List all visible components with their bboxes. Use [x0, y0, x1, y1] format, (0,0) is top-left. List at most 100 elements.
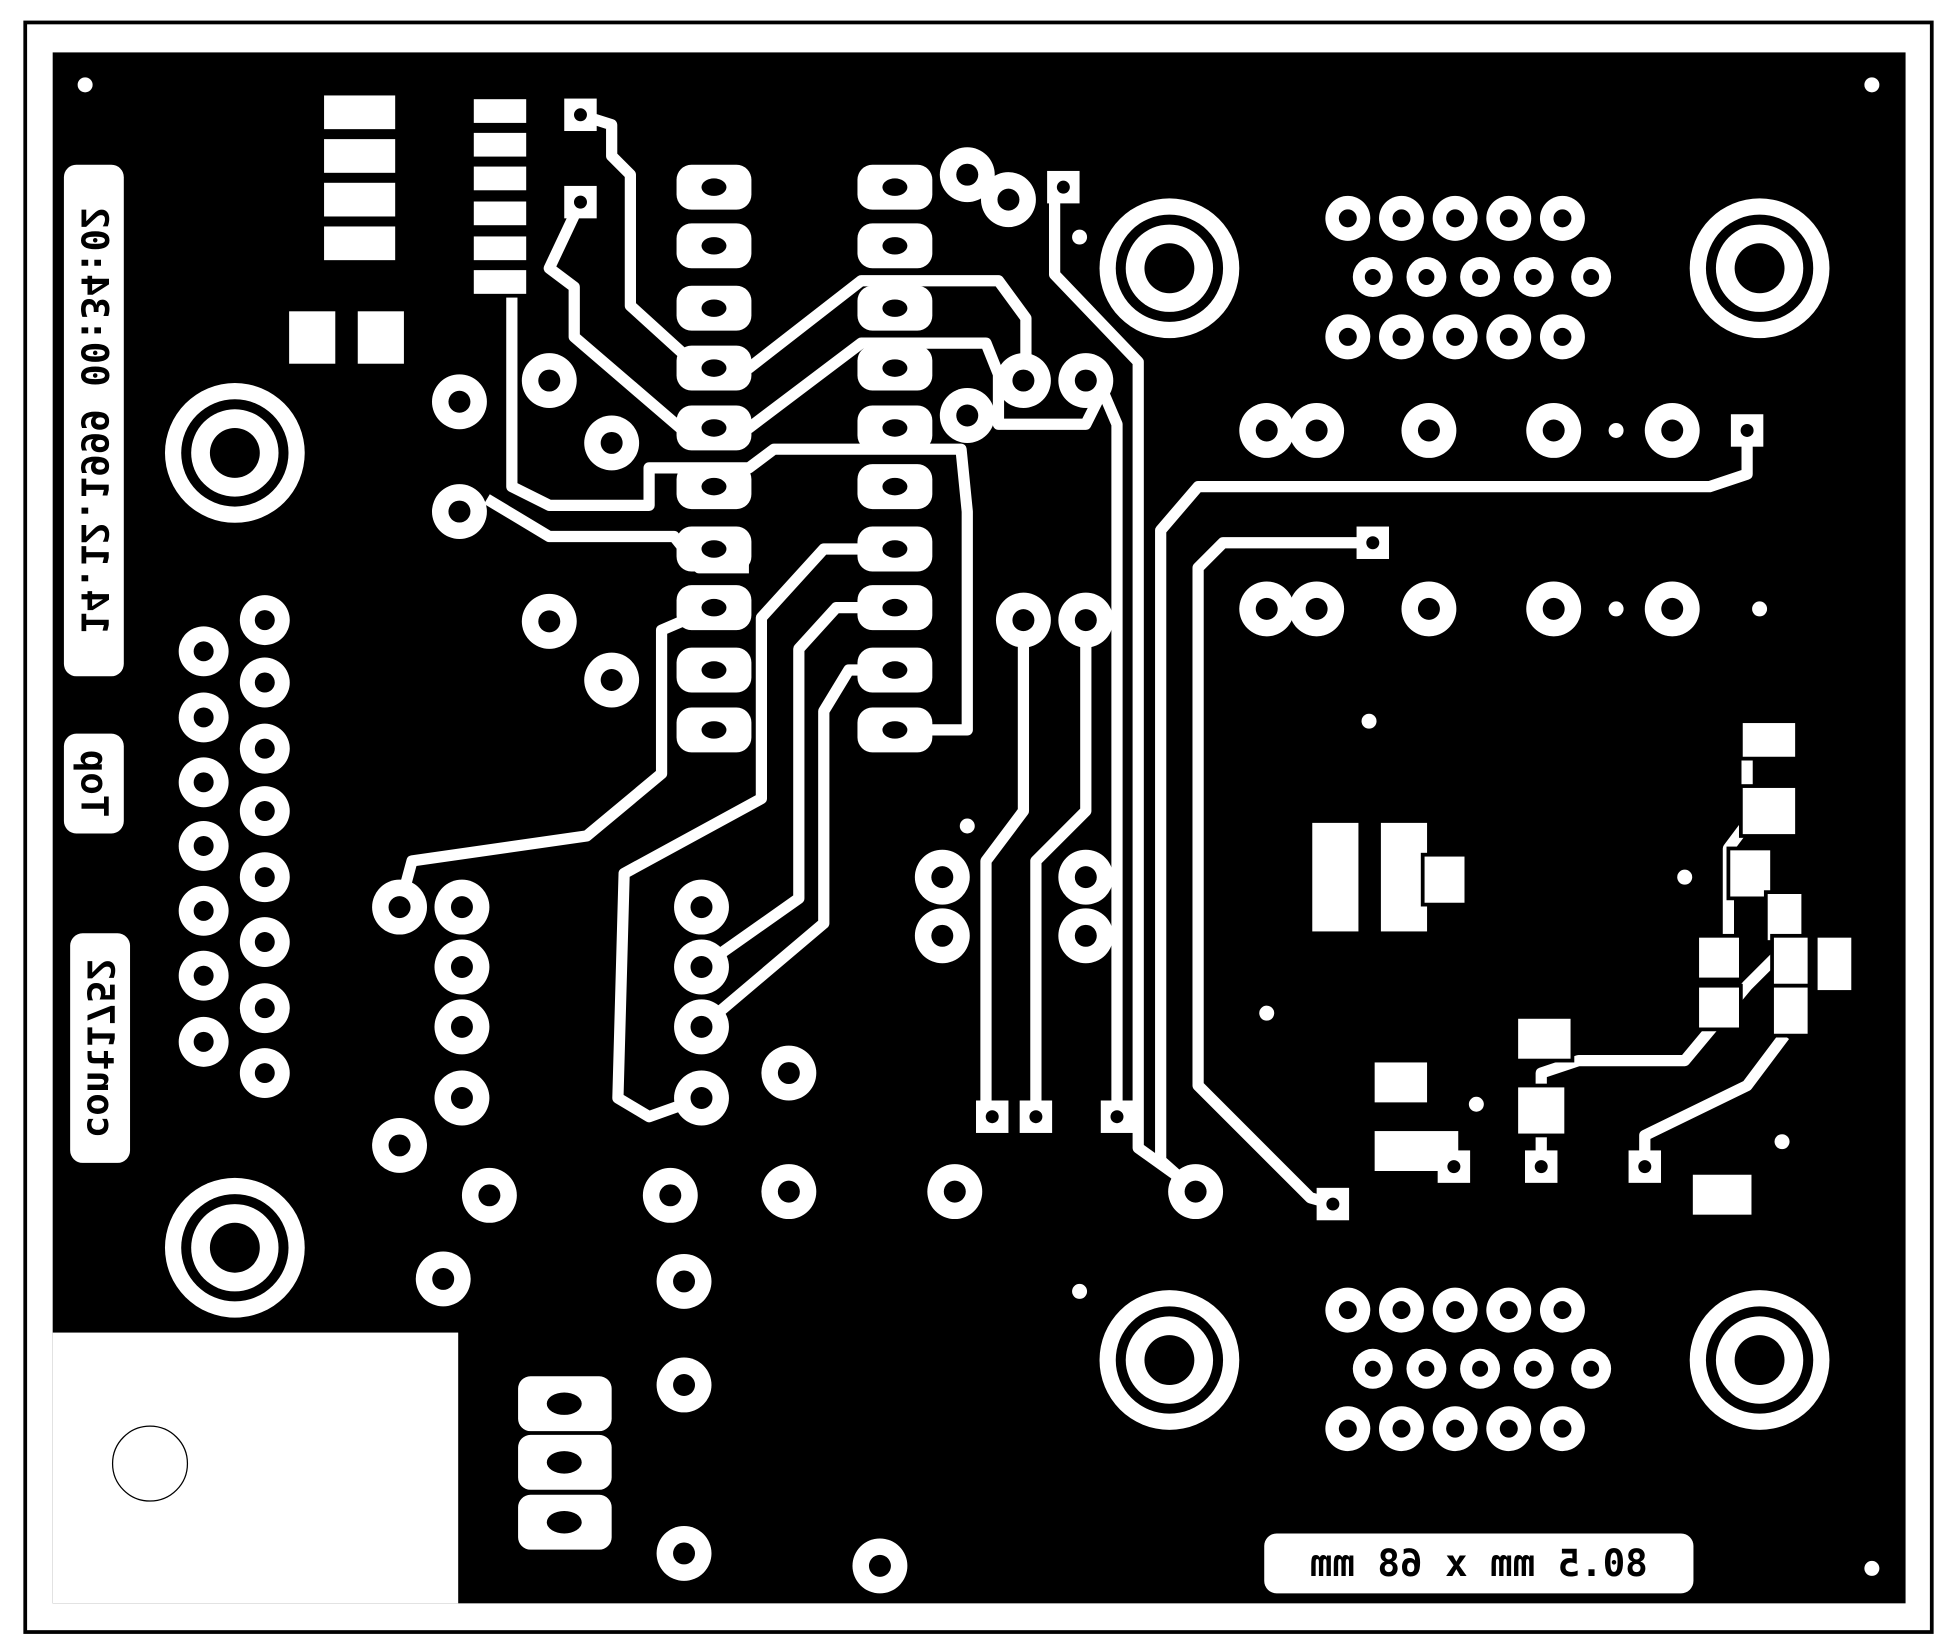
via: [1361, 713, 1377, 729]
trace: [980, 620, 1030, 1117]
drill-hole: [690, 1087, 713, 1109]
drill-hole: [1364, 269, 1381, 285]
board-outline: [23, 20, 1934, 1634]
drill-hole: [882, 598, 908, 617]
trace: [506, 286, 973, 736]
drill-hole: [193, 835, 214, 856]
smd-pad: [1689, 1170, 1756, 1219]
drill-hole: [538, 369, 561, 392]
label-background: [63, 164, 124, 677]
drill-hole: [478, 1184, 501, 1207]
smd-pad: [470, 266, 530, 298]
smd-pad: [1770, 933, 1812, 988]
smd-pad: [1738, 719, 1799, 761]
drill-hole: [193, 641, 214, 662]
drill-hole: [448, 500, 471, 523]
drill-hole: [1012, 609, 1035, 632]
drill-hole: [1029, 1110, 1043, 1124]
drill-hole: [701, 178, 727, 196]
drill-hole: [193, 965, 214, 986]
drill-hole: [1472, 269, 1489, 285]
drill-hole: [538, 610, 561, 633]
drill-hole: [777, 1180, 800, 1203]
drill-hole: [882, 237, 908, 255]
drill-hole: [1255, 597, 1278, 620]
label-background: [70, 933, 131, 1163]
drill-hole: [1392, 1419, 1411, 1438]
drill-hole: [1446, 209, 1465, 228]
fiducial: [77, 77, 93, 93]
drill-hole: [600, 431, 623, 454]
through-hole-pads: [178, 98, 1764, 1594]
smd-pad: [1738, 784, 1799, 838]
drill-hole: [1661, 419, 1684, 442]
drill-hole: [1012, 369, 1035, 392]
drill-hole: [1553, 209, 1572, 228]
drill-hole: [1583, 269, 1600, 285]
drill-hole: [193, 900, 214, 921]
drill-hole: [1056, 180, 1070, 194]
drill-hole: [254, 610, 275, 631]
drill-hole: [1446, 1419, 1465, 1438]
mounting-hole: [209, 427, 260, 478]
drill-hole: [690, 1015, 713, 1038]
drill-hole: [997, 188, 1020, 211]
drill-hole: [1525, 269, 1542, 285]
mounting-holes: [164, 198, 1830, 1430]
drill-hole: [882, 477, 908, 496]
fiducials: [77, 77, 1880, 1576]
smd-pad: [285, 307, 340, 368]
label-background: [1264, 1533, 1694, 1594]
drill-hole: [1499, 1301, 1518, 1320]
drill-hole: [1392, 1301, 1411, 1320]
smd-pad: [1726, 846, 1774, 901]
drill-hole: [882, 540, 908, 558]
smd-pad: [320, 222, 399, 264]
drill-hole: [1074, 609, 1097, 632]
drill-hole: [1446, 1301, 1465, 1320]
drill-hole: [254, 998, 275, 1019]
drill-hole: [1305, 597, 1328, 620]
via: [1677, 869, 1693, 885]
smd-pad: [470, 232, 530, 264]
drill-hole: [882, 359, 908, 377]
drill-hole: [388, 1134, 411, 1157]
via: [1608, 601, 1624, 617]
drill-hole: [931, 924, 954, 947]
smd-pad: [470, 129, 530, 161]
drill-hole: [1553, 1301, 1572, 1320]
drill-hole: [1553, 1419, 1572, 1438]
trace: [698, 602, 895, 972]
drill-hole: [1338, 327, 1357, 346]
smd-pad: [1695, 983, 1743, 1032]
drill-hole: [701, 477, 727, 496]
label-background: [63, 733, 124, 834]
via: [1752, 601, 1768, 617]
drill-hole: [600, 669, 623, 691]
project-text: cont1752: [79, 958, 123, 1138]
drill-hole: [882, 178, 908, 196]
label-layer: Top: [63, 733, 124, 834]
drill-hole: [1338, 209, 1357, 228]
smd-pad: [354, 307, 408, 368]
via: [1259, 1005, 1275, 1021]
drill-hole: [882, 661, 908, 679]
drill-hole: [985, 1110, 999, 1124]
drill-hole: [1661, 597, 1684, 620]
drill-hole: [254, 801, 275, 822]
drill-hole: [546, 1451, 582, 1474]
drill-hole: [673, 1542, 696, 1565]
smd-pad: [1420, 852, 1469, 907]
drill-hole: [1638, 1160, 1652, 1174]
drill-hole: [1418, 1360, 1435, 1377]
fiducial: [1864, 1560, 1880, 1576]
drill-hole: [450, 956, 473, 978]
drill-hole: [868, 1554, 891, 1577]
drill-hole: [701, 540, 727, 558]
drill-hole: [573, 108, 587, 122]
drill-hole: [1534, 1160, 1548, 1174]
drill-hole: [1542, 597, 1565, 620]
smd-pad: [470, 197, 530, 229]
drill-hole: [882, 299, 908, 317]
